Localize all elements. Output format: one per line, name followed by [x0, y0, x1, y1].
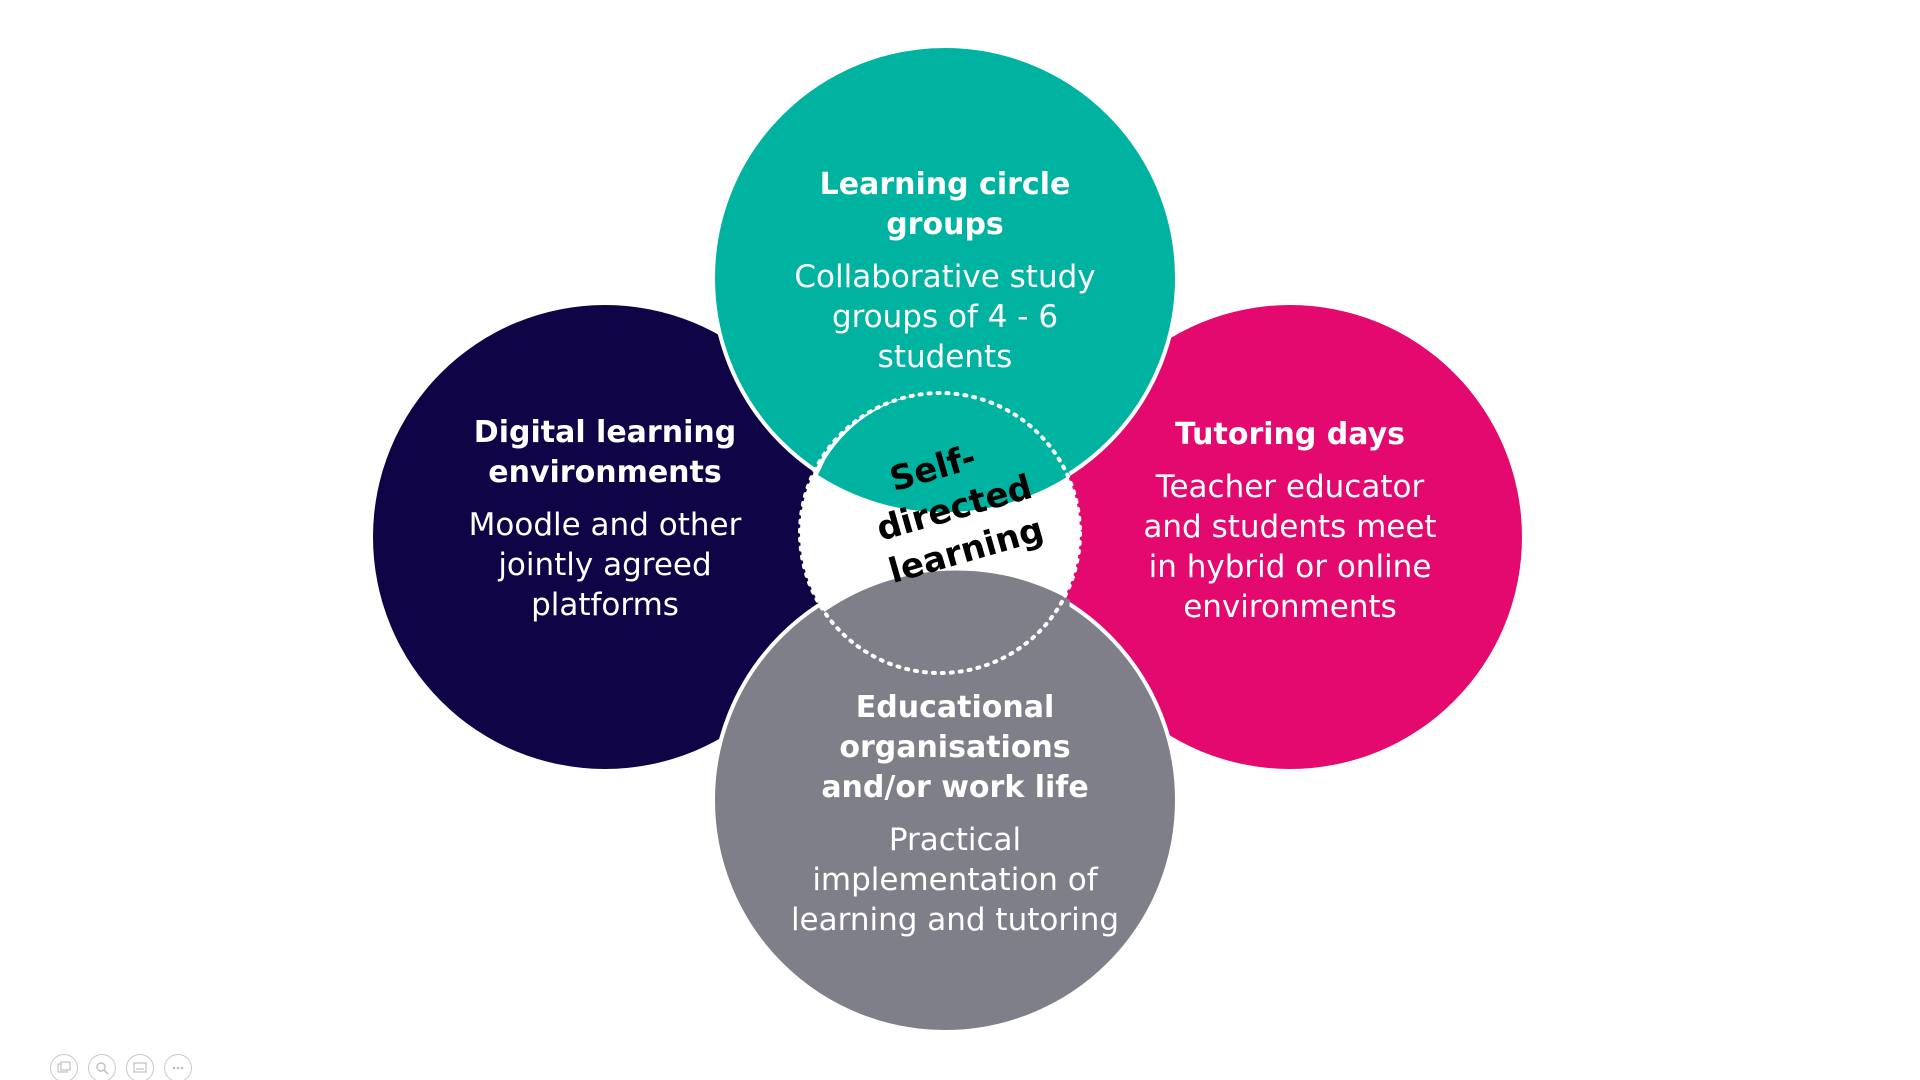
top-circle-text: Learning circle groups Collaborative stu… [775, 165, 1115, 377]
top-circle-description: Collaborative study groups of 4 - 6 stud… [794, 259, 1096, 375]
left-circle-description: Moodle and other jointly agreed platform… [468, 507, 742, 623]
bottom-circle-description: Practical implementation of learning and… [790, 822, 1120, 938]
right-circle-text: Tutoring days Teacher educator and stude… [1115, 415, 1465, 627]
top-circle-overlap [818, 392, 1070, 513]
presenter-view-icon[interactable] [126, 1054, 154, 1080]
bottom-circle-title: Educational organisations and/or work li… [821, 690, 1089, 805]
slides-icon[interactable] [50, 1054, 78, 1080]
bottom-circle-text: Educational organisations and/or work li… [775, 688, 1135, 940]
left-circle-text: Digital learning environments Moodle and… [430, 413, 780, 625]
zoom-icon[interactable] [88, 1054, 116, 1080]
right-circle-title: Tutoring days [1174, 417, 1406, 452]
center-dotted-ring [798, 391, 1082, 675]
bottom-circle-overlap [820, 570, 1070, 699]
top-circle-title: Learning circle groups [819, 167, 1071, 242]
slideshow-controls [50, 1054, 192, 1080]
more-options-icon[interactable] [164, 1054, 192, 1080]
right-circle-description: Teacher educator and students meet in hy… [1143, 469, 1437, 625]
circle-tutoring-days [1058, 305, 1522, 769]
circle-digital-learning [373, 305, 837, 769]
left-circle-title: Digital learning environments [473, 415, 737, 490]
